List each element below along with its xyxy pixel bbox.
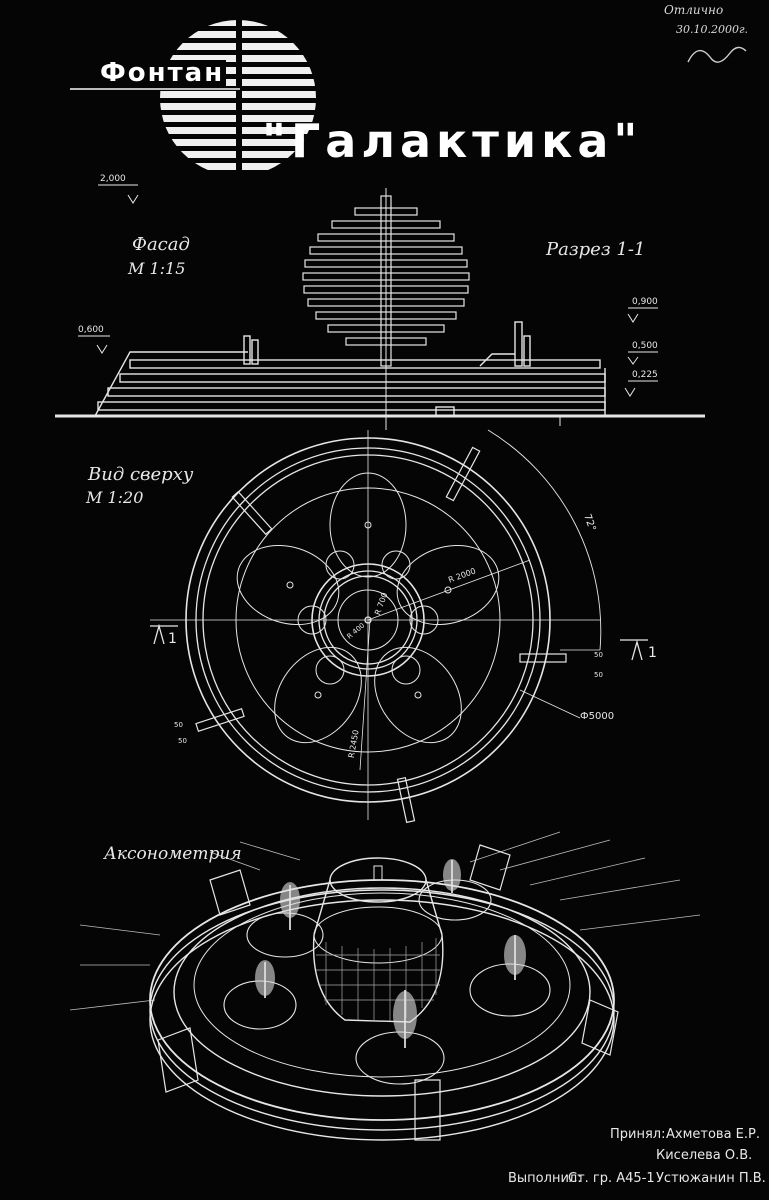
plan-drawing: [150, 429, 648, 824]
grade-stamp: Отлично: [664, 3, 724, 17]
facade-scale: М 1:15: [128, 259, 186, 278]
accepted-label: Принял:: [610, 1127, 666, 1142]
section-label: Разрез 1-1: [546, 239, 646, 260]
plan-scale: М 1:20: [86, 488, 144, 507]
level-left: 0,600: [78, 325, 104, 335]
accepted-name-2: Киселева О.В.: [656, 1148, 753, 1163]
accepted-name-1: Ахметова Е.Р.: [666, 1127, 760, 1142]
dim-right: 50: [594, 651, 603, 659]
facade-label: Фасад: [132, 234, 190, 255]
done-label: Выполнил:: [508, 1171, 582, 1186]
section-mark-left: 1: [168, 631, 177, 647]
plan-label: Вид сверху: [88, 464, 194, 485]
dim-left-2: 50: [178, 737, 187, 745]
title-word-galaxy: "Галактика": [262, 114, 643, 168]
signature: [687, 46, 747, 63]
level-r3: 0,225: [632, 370, 658, 380]
diameter-dim: Ф5000: [580, 711, 615, 722]
title-logo-disc: [70, 14, 316, 182]
level-top: 2,000: [100, 174, 126, 184]
facade-drawing: [55, 184, 705, 430]
level-r2: 0,500: [632, 341, 658, 351]
grade-date: 30.10.2000г.: [676, 23, 749, 36]
group-name: Ст. гр. А45-1: [568, 1171, 655, 1186]
student-name: Устюжанин П.В.: [656, 1171, 766, 1186]
dim-right-2: 50: [594, 671, 603, 679]
axonometry-label: Аксонометрия: [104, 844, 242, 864]
axonometry-drawing: [69, 831, 701, 1141]
section-mark-right: 1: [648, 645, 657, 661]
dim-left: 50: [174, 721, 183, 729]
title-word-fountain: Фонтан: [98, 58, 227, 88]
level-r1: 0,900: [632, 297, 658, 307]
